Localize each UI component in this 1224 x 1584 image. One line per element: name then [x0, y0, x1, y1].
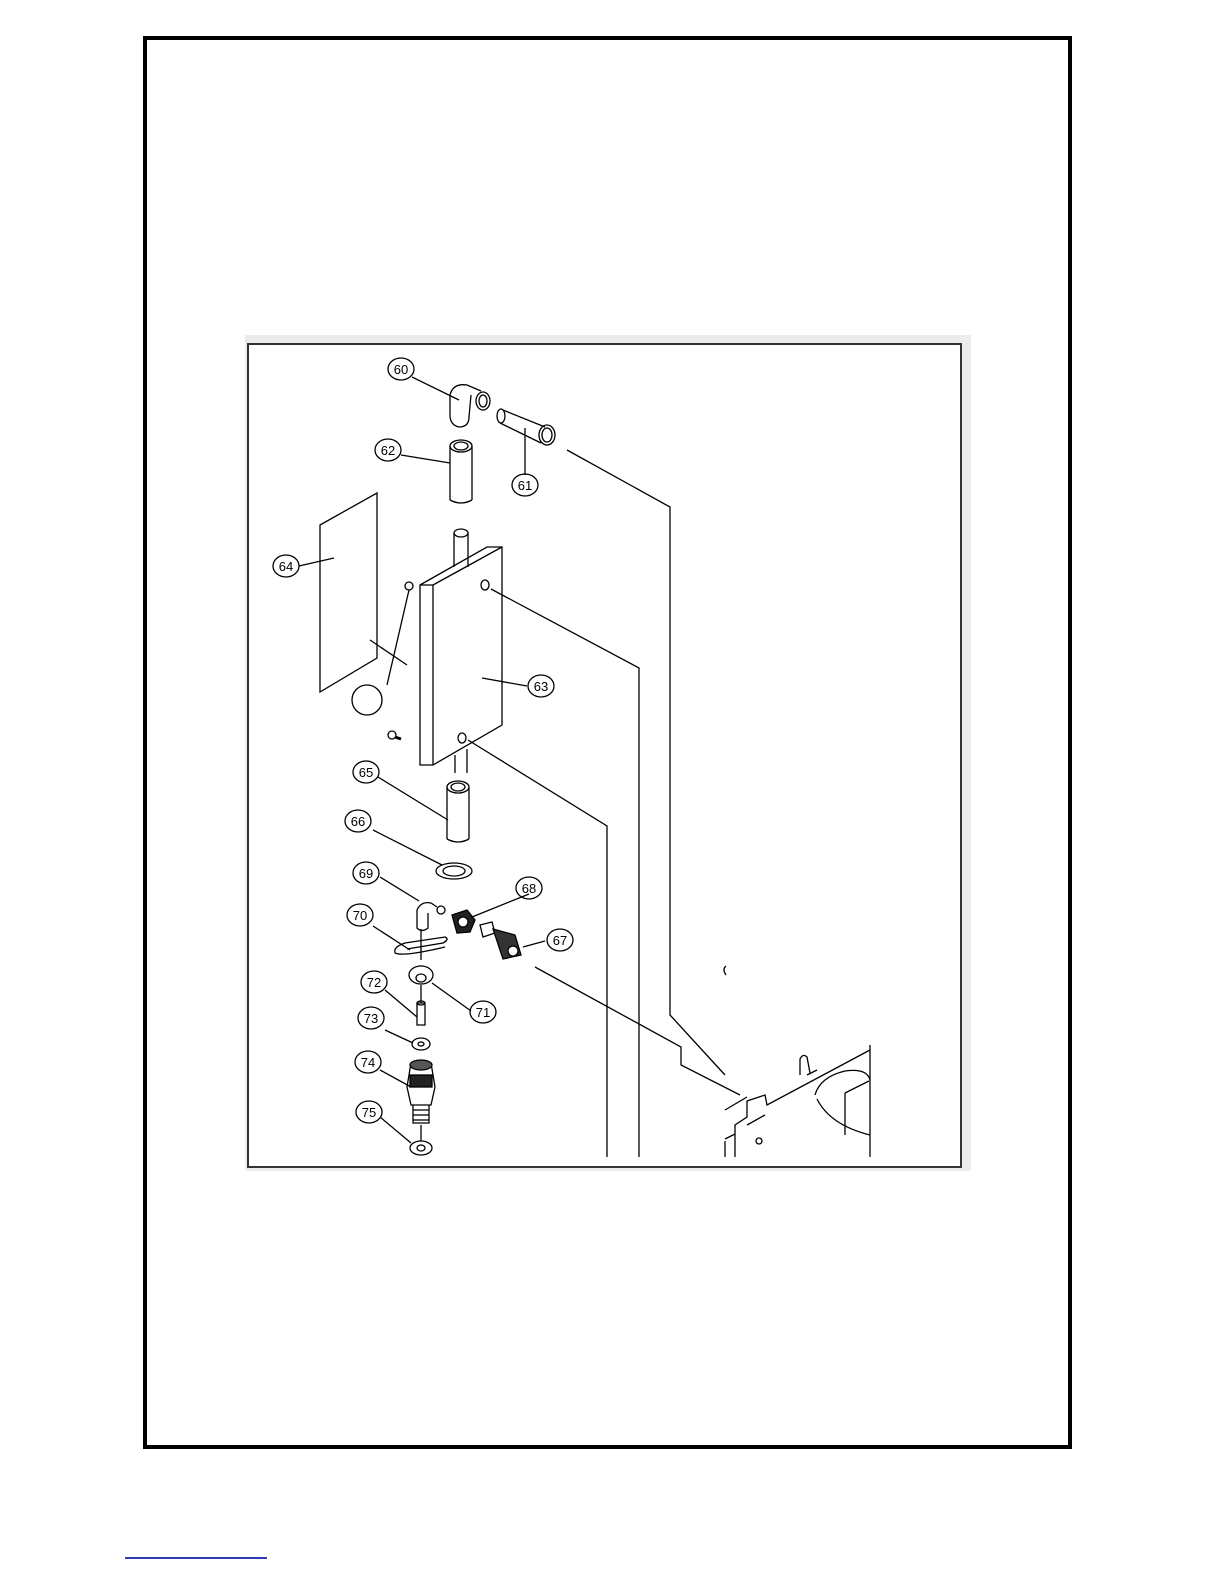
- callout-label-66: 66: [351, 814, 365, 829]
- callout-label-65: 65: [359, 765, 373, 780]
- callout-65: 65: [353, 761, 379, 783]
- callout-73: 73: [358, 1007, 384, 1029]
- callout-62: 62: [375, 439, 401, 461]
- callout-label-63: 63: [534, 679, 548, 694]
- upper-tube-part: [450, 440, 472, 503]
- callout-label-75: 75: [362, 1105, 376, 1120]
- hex-nut-part: [452, 910, 475, 933]
- small-nut-part: [409, 966, 433, 984]
- callout-label-68: 68: [522, 881, 536, 896]
- small-elbow-part: [417, 903, 445, 931]
- callout-72: 72: [361, 971, 387, 993]
- pin-part: [417, 985, 425, 1025]
- elbow-fitting-part: [450, 385, 490, 427]
- screw-hardware: [352, 582, 413, 739]
- callout-69: 69: [353, 862, 379, 884]
- callout-71: 71: [470, 1001, 496, 1023]
- callout-66: 66: [345, 810, 371, 832]
- callout-70: 70: [347, 904, 373, 926]
- leader-lines: [299, 377, 545, 1143]
- stray-mark: [724, 966, 726, 975]
- callout-64: 64: [273, 555, 299, 577]
- exploded-parts-diagram: 60 61 62 63 64 65 66 67 68 69 70 71 72 7…: [245, 335, 971, 1171]
- callout-67: 67: [547, 929, 573, 951]
- threaded-fitting-part: [480, 922, 521, 959]
- callout-label-62: 62: [381, 443, 395, 458]
- bottom-washer-part: [410, 1125, 432, 1155]
- callout-label-64: 64: [279, 559, 293, 574]
- callout-label-72: 72: [367, 975, 381, 990]
- footer-rule: [125, 1557, 267, 1559]
- callout-61: 61: [512, 474, 538, 496]
- callout-label-70: 70: [353, 908, 367, 923]
- lower-tube-part: [447, 781, 469, 842]
- callout-74: 74: [355, 1051, 381, 1073]
- machine-body: [725, 1045, 870, 1157]
- diagram-drawing: 60 61 62 63 64 65 66 67 68 69 70 71 72 7…: [245, 335, 971, 1171]
- callout-label-69: 69: [359, 866, 373, 881]
- hose-sleeve-part: [497, 409, 555, 445]
- callout-label-67: 67: [553, 933, 567, 948]
- callout-label-74: 74: [361, 1055, 375, 1070]
- small-washer-part: [412, 1038, 430, 1050]
- callout-label-60: 60: [394, 362, 408, 377]
- callout-label-71: 71: [476, 1005, 490, 1020]
- callout-63: 63: [528, 675, 554, 697]
- cover-plate-part: [320, 493, 377, 692]
- main-block-part: [420, 547, 502, 765]
- lower-stub: [455, 749, 467, 773]
- callout-60: 60: [388, 358, 414, 380]
- callout-75: 75: [356, 1101, 382, 1123]
- callouts: 60 61 62 63 64 65 66 67 68 69 70 71 72 7…: [273, 358, 573, 1123]
- threaded-connector-part: [407, 1060, 435, 1123]
- callout-label-61: 61: [518, 478, 532, 493]
- callout-68: 68: [516, 877, 542, 899]
- callout-label-73: 73: [364, 1011, 378, 1026]
- routing-lines: [468, 450, 740, 1157]
